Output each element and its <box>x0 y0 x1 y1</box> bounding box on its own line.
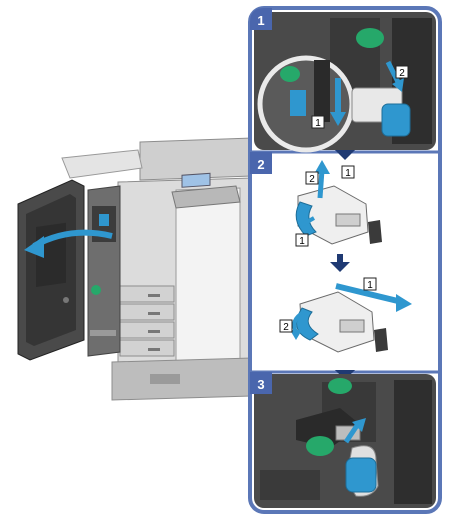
step-number-1: 1 <box>257 13 264 28</box>
svg-text:1: 1 <box>315 118 321 129</box>
push-arrow-icon <box>335 283 403 305</box>
copier-machine <box>17 137 253 401</box>
step-number-2: 2 <box>257 157 264 172</box>
step-2-illustration-b <box>290 283 412 353</box>
svg-text:1: 1 <box>299 236 305 247</box>
step-1-callout-2: 2 <box>395 65 409 79</box>
insert-arrow-icon <box>343 422 361 444</box>
paper-tray-1 <box>119 285 175 303</box>
svg-text:2: 2 <box>283 322 289 333</box>
paper-tray-2 <box>119 303 175 321</box>
svg-text:2: 2 <box>399 68 405 79</box>
lift-arrow-icon <box>317 169 325 199</box>
step-panel: 1 2 1 2 1 <box>248 6 442 514</box>
control-panel <box>171 185 241 209</box>
step-1-badge: 1 <box>250 8 272 30</box>
step-2-illustration-a <box>295 160 382 245</box>
step-3-illustration <box>254 374 436 508</box>
step-2-callout-2: 1 <box>341 165 355 179</box>
step-2-callout-3: 1 <box>295 233 309 247</box>
step-2-callout-1: 2 <box>305 171 319 185</box>
step-1-illustration <box>254 12 436 153</box>
step-arrow-down-icon-1 <box>335 150 355 160</box>
document-feeder <box>139 137 253 181</box>
step-3-badge: 3 <box>250 372 272 394</box>
staple-cartridge-open <box>297 185 369 245</box>
finisher-latch <box>91 285 101 295</box>
staple-latch-green <box>356 28 384 48</box>
touch-screen <box>181 172 211 188</box>
paper-tray-3 <box>119 321 175 339</box>
base-cabinet <box>111 357 253 401</box>
step-2-badge: 2 <box>250 152 272 174</box>
svg-text:2: 2 <box>309 174 315 185</box>
svg-text:1: 1 <box>367 280 373 291</box>
step-2-callout-5: 2 <box>279 319 293 333</box>
output-tray <box>61 149 143 179</box>
step-2-callout-4: 1 <box>363 277 377 291</box>
latch-green <box>306 436 334 456</box>
front-panel <box>175 187 241 363</box>
step-1-callout-1: 1 <box>311 115 325 129</box>
arrow-icon <box>385 60 401 84</box>
step-number-3: 3 <box>257 377 264 392</box>
svg-text:1: 1 <box>345 168 351 179</box>
paper-tray-4 <box>119 339 175 357</box>
